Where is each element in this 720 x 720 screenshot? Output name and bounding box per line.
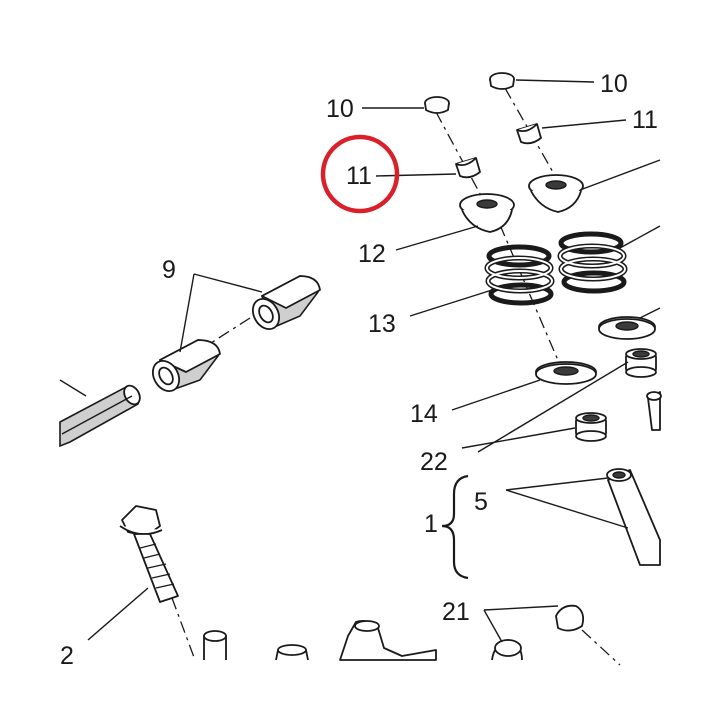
label-10-left: 10: [326, 95, 354, 123]
valve-collet-top-right: [489, 72, 515, 90]
label-5: 5: [474, 488, 488, 516]
label-11-right: 11: [632, 106, 658, 134]
valve-cotter-left: [455, 157, 481, 179]
label-13: 13: [368, 310, 396, 338]
part-labels: 10 10 11 11 12 13 14 22 5 1 9 21 2: [60, 70, 658, 670]
spring-seat-left: [535, 361, 597, 385]
valve-guide-left: [606, 468, 661, 566]
label-1: 1: [424, 510, 438, 538]
spring-retainer-left: [459, 193, 515, 233]
leader-lines: [59, 79, 661, 643]
label-14: 14: [410, 400, 438, 428]
valve-stem-seal-right: [625, 348, 657, 378]
rocker-bushing-left: [151, 339, 221, 392]
label-2: 2: [60, 642, 74, 670]
spring-seat-right: [598, 316, 656, 340]
valve-collet-top-left: [424, 96, 450, 114]
valve-spring-left: [484, 244, 555, 306]
valve-spring-right: [557, 231, 628, 294]
label-12: 12: [358, 240, 386, 268]
rocker-bushing-right: [251, 275, 321, 330]
valve-stem-seal-left: [575, 412, 607, 442]
lower-parts: [203, 604, 585, 661]
highlight-circle: [320, 134, 400, 214]
label-10-right: 10: [600, 70, 628, 98]
label-22: 22: [420, 448, 448, 476]
valve-guide-right: [646, 391, 662, 431]
rocker-shaft: [59, 384, 141, 448]
valve-cotter-right: [516, 123, 542, 145]
label-11-highlighted: 11: [346, 162, 372, 190]
label-9: 9: [162, 256, 176, 284]
spring-retainer-right: [528, 174, 584, 213]
flange-bolt: [119, 505, 179, 603]
label-21: 21: [442, 598, 470, 626]
